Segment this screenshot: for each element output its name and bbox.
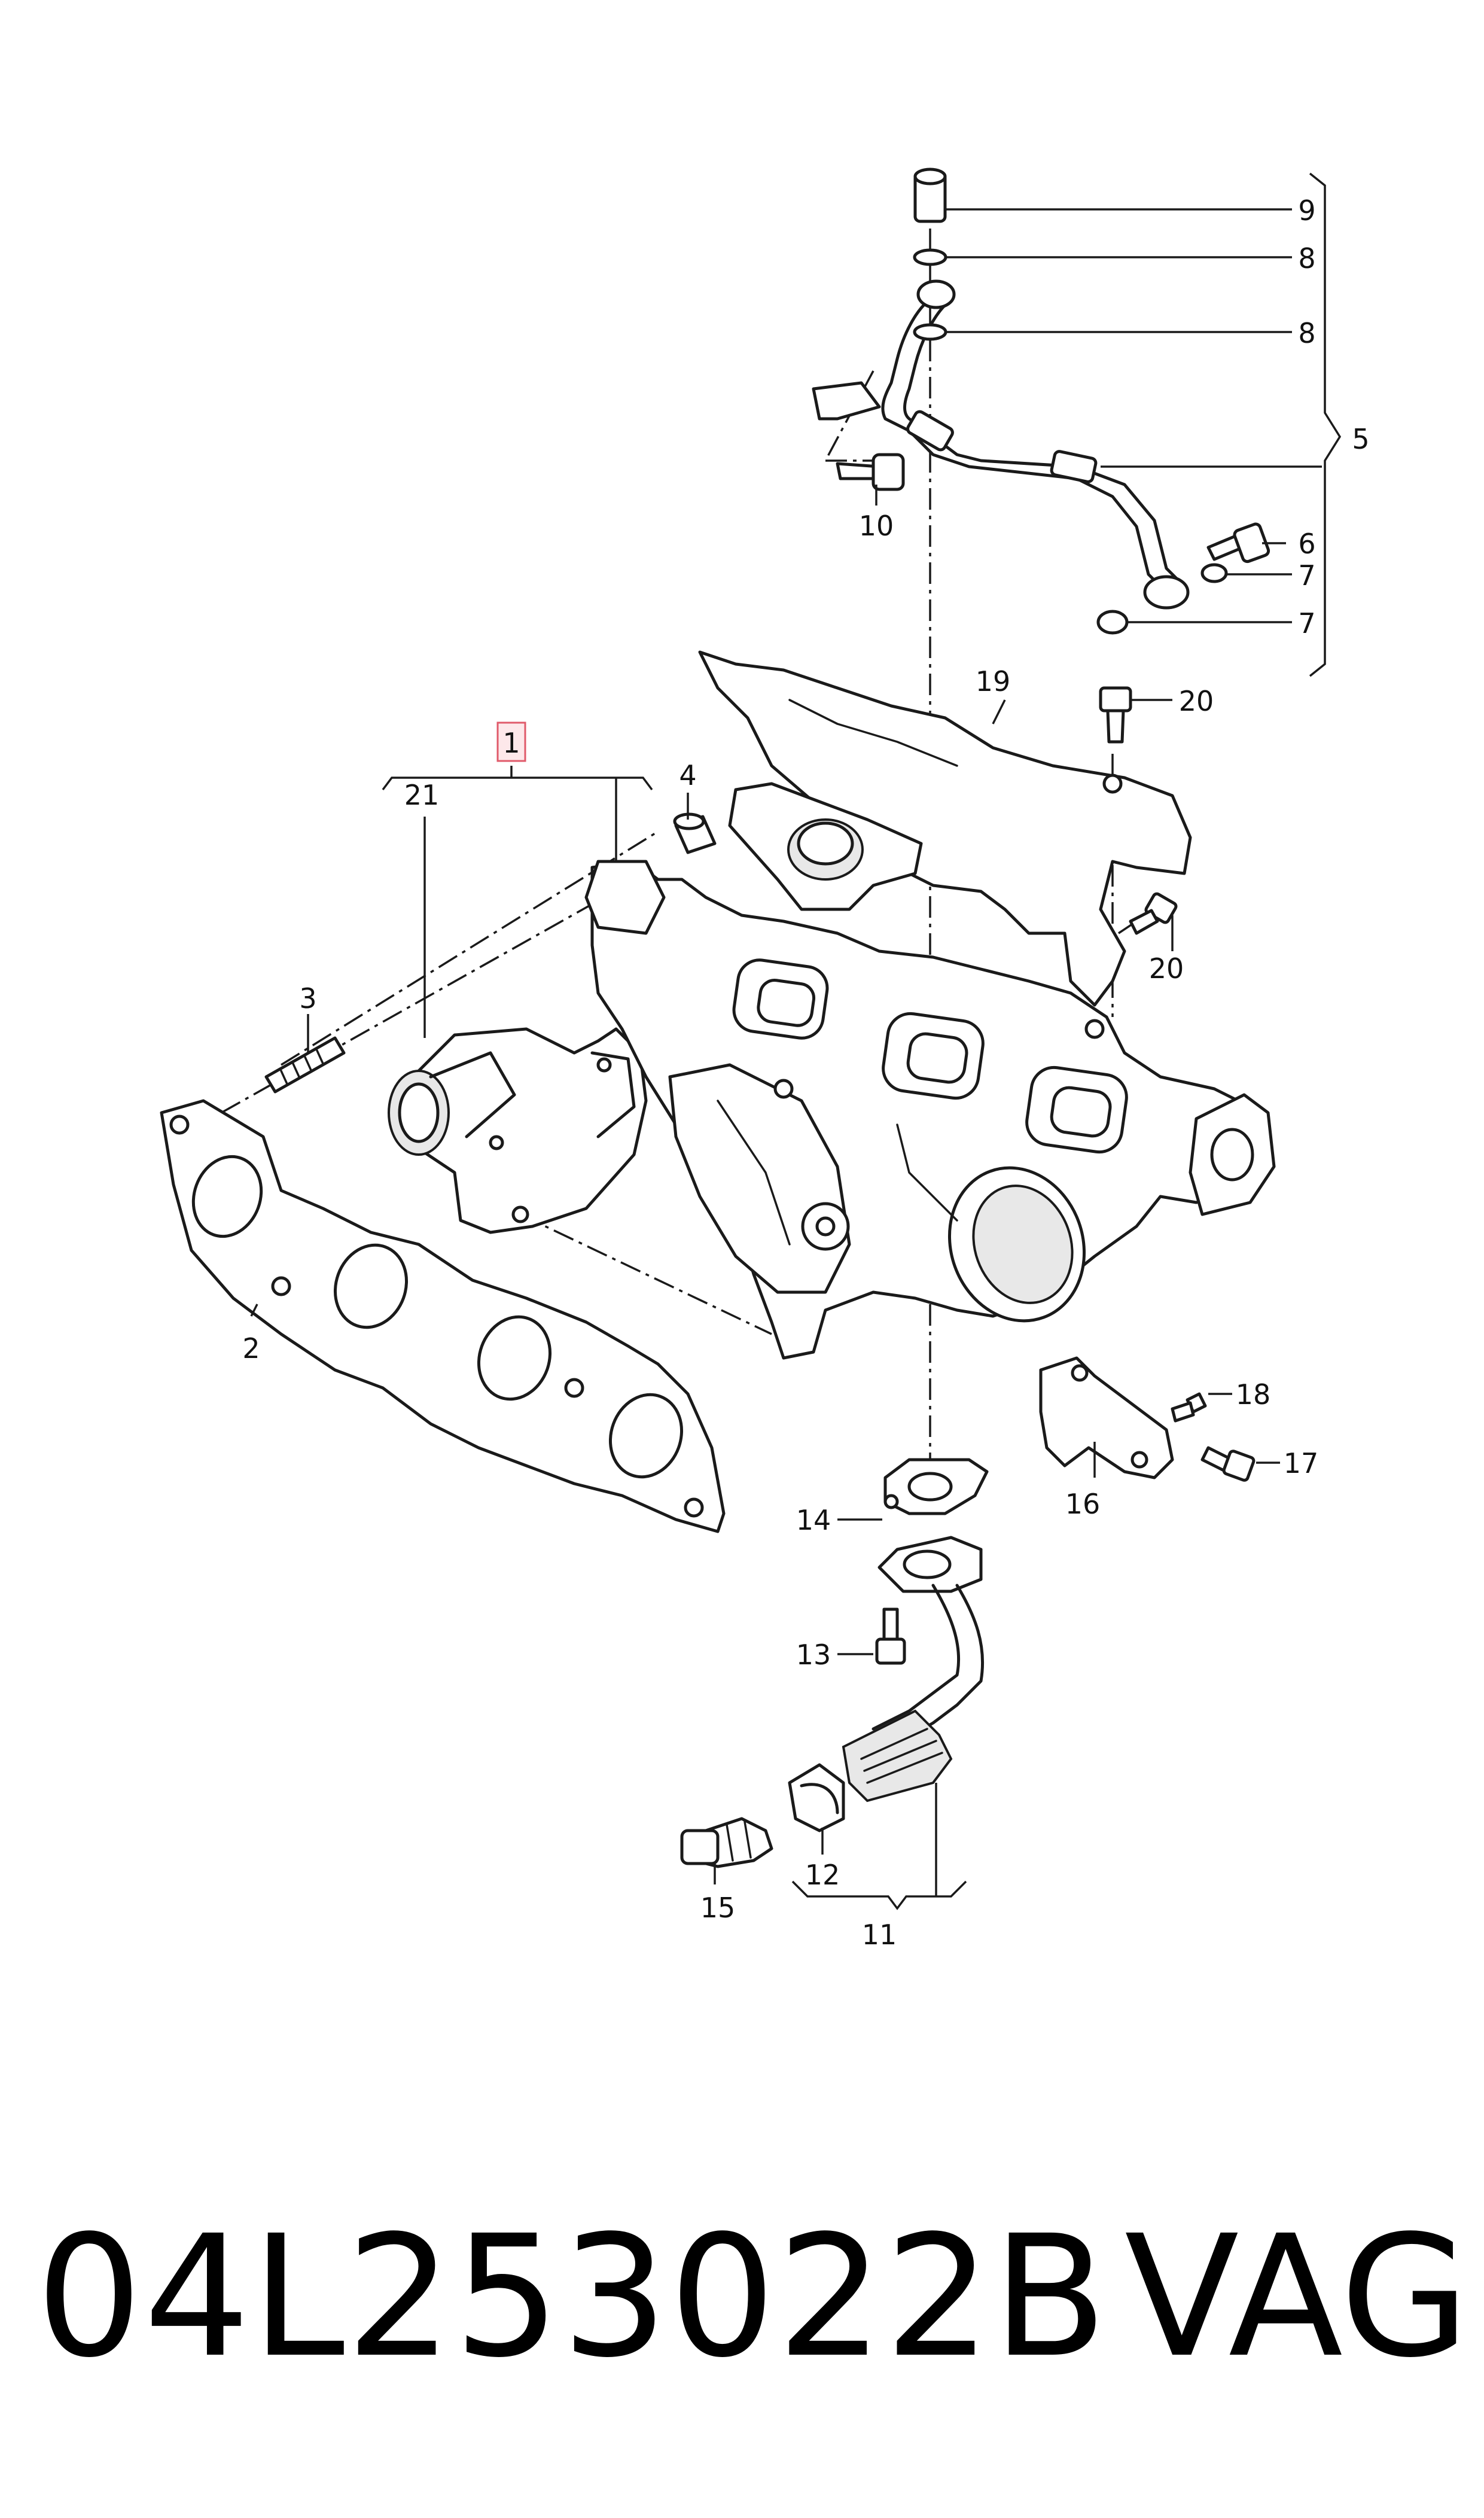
- callout-8a[interactable]: 8: [1298, 242, 1315, 275]
- callout-6[interactable]: 6: [1298, 528, 1315, 560]
- stud-part[interactable]: [264, 1036, 346, 1094]
- callout-10[interactable]: 10: [859, 510, 894, 542]
- seal-ring-7-part[interactable]: [1096, 563, 1228, 635]
- callout-20b[interactable]: 20: [1149, 952, 1184, 985]
- bolt-10-part[interactable]: [836, 453, 905, 491]
- callout-labels: 1 2 3 4 5 6 7 7 8 8 9 10 11 12 13 14 15 …: [242, 194, 1369, 1951]
- callout-1[interactable]: 1: [502, 727, 520, 759]
- callout-1-highlight-box: [496, 721, 526, 762]
- brand-name: VAG: [1125, 2200, 1470, 2395]
- sleeve-part[interactable]: [673, 812, 717, 854]
- bracket-part[interactable]: [1039, 1356, 1174, 1479]
- callout-19[interactable]: 19: [976, 665, 1011, 698]
- clamp-12-part[interactable]: [788, 1763, 845, 1832]
- callout-11[interactable]: 11: [862, 1919, 897, 1951]
- banjo-bolt-part[interactable]: [913, 168, 947, 223]
- callout-15[interactable]: 15: [700, 1892, 736, 1924]
- callout-8b[interactable]: 8: [1298, 317, 1315, 349]
- return-pipe-part[interactable]: [842, 1536, 985, 1803]
- callout-12[interactable]: 12: [805, 1859, 840, 1891]
- callout-20a[interactable]: 20: [1179, 685, 1214, 717]
- gasket-part[interactable]: [160, 1099, 726, 1533]
- callout-7b[interactable]: 7: [1298, 607, 1315, 640]
- callout-5[interactable]: 5: [1352, 423, 1369, 455]
- bolt-13-part[interactable]: [875, 1607, 906, 1665]
- callout-21[interactable]: 21: [404, 779, 440, 811]
- callout-2[interactable]: 2: [242, 1332, 260, 1365]
- banjo-bolt-6-part[interactable]: [1206, 522, 1270, 564]
- actuator-part[interactable]: [388, 1027, 648, 1234]
- exploded-parts-diagram: 1 2 3 4 5 6 7 7 8 8 9 10 11 12 13 14 15 …: [160, 168, 1370, 1951]
- callout-4[interactable]: 4: [679, 759, 696, 791]
- callout-13[interactable]: 13: [796, 1639, 831, 1671]
- part-number: 04L253022B: [36, 2200, 1109, 2395]
- callout-14[interactable]: 14: [796, 1504, 831, 1536]
- sender-15-part[interactable]: [680, 1817, 773, 1868]
- turbocharger-manifold-part[interactable]: [584, 782, 1276, 1360]
- callout-7a[interactable]: 7: [1298, 559, 1315, 592]
- gasket-14-part[interactable]: [883, 1458, 989, 1515]
- callout-9[interactable]: 9: [1298, 194, 1315, 227]
- callout-17[interactable]: 17: [1284, 1447, 1319, 1479]
- bolt-18-part[interactable]: [1171, 1392, 1207, 1423]
- leader-lines: [250, 172, 1342, 1910]
- callout-16[interactable]: 16: [1065, 1488, 1101, 1520]
- callout-18[interactable]: 18: [1236, 1378, 1271, 1411]
- callout-3[interactable]: 3: [299, 982, 316, 1015]
- bolt-17-part[interactable]: [1200, 1446, 1256, 1482]
- oil-supply-line-part[interactable]: [812, 279, 1190, 610]
- bolt-20-part[interactable]: [1099, 686, 1178, 935]
